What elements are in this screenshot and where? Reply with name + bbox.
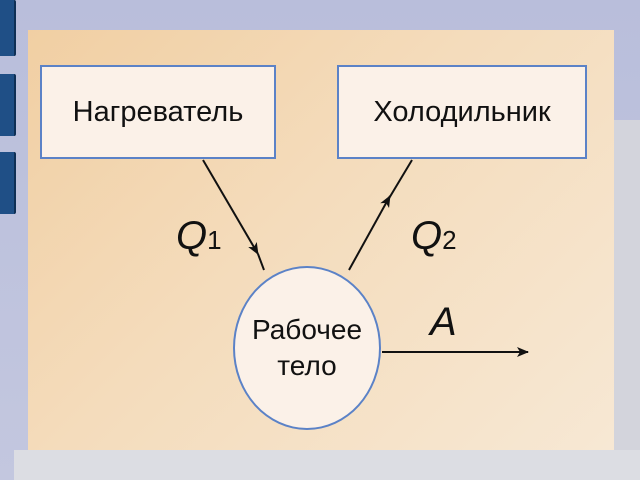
heat-in-tail (257, 253, 265, 271)
working-body-circle: Рабочее тело (233, 266, 381, 430)
work-symbol: A (430, 300, 457, 344)
side-tab (0, 152, 16, 214)
cooler-box: Холодильник (337, 65, 587, 159)
bottom-strip (14, 450, 640, 480)
work-label: A (430, 302, 457, 342)
right-strip (614, 120, 640, 480)
q2-label: Q2 (411, 216, 457, 256)
working-body-line1: Рабочее (251, 314, 363, 345)
cooler-label: Холодильник (373, 95, 551, 128)
heater-label: Нагреватель (72, 95, 244, 128)
q2-symbol: Q (411, 214, 443, 258)
q1-subscript: 1 (207, 225, 222, 255)
q1-symbol: Q (176, 214, 208, 258)
q2-subscript: 2 (442, 225, 457, 255)
q1-label: Q1 (176, 216, 222, 256)
side-tab (0, 74, 16, 136)
heat-in-arrow (202, 159, 259, 255)
side-tab (0, 0, 16, 56)
heat-out-tail (387, 159, 413, 201)
working-body-line2: тело (277, 350, 337, 381)
heater-box: Нагреватель (40, 65, 276, 159)
heat-out-arrow (348, 195, 391, 271)
